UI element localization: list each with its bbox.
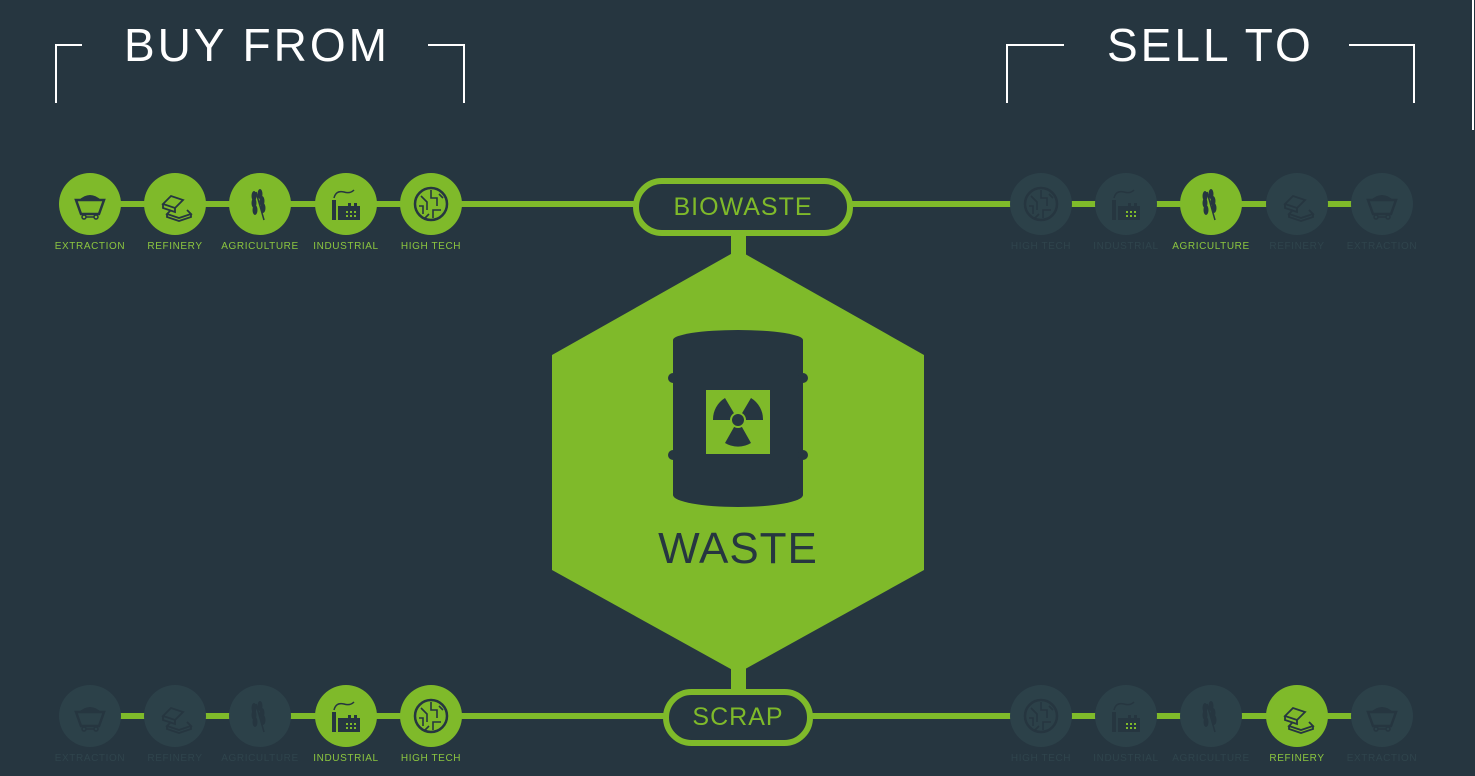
factory-icon [1112, 701, 1140, 732]
node-label: REFINERY [1269, 753, 1325, 764]
bracket [428, 44, 465, 103]
buy-node-extraction[interactable] [59, 173, 121, 235]
buy-node-agriculture[interactable] [229, 685, 291, 747]
circuit-icon [413, 698, 449, 734]
mine-cart-icon [1366, 195, 1398, 220]
factory-icon [1112, 189, 1140, 220]
wheat-icon [251, 189, 266, 221]
node-label: HIGH TECH [400, 241, 462, 252]
sell-node-refinery[interactable] [1266, 685, 1328, 747]
sell-node-agriculture[interactable] [1180, 685, 1242, 747]
node-label: INDUSTRIAL [1093, 753, 1159, 764]
circuit-icon [1023, 186, 1059, 222]
sell-node-high-tech[interactable] [1010, 173, 1072, 235]
factory-icon [332, 701, 360, 732]
connector [731, 230, 746, 255]
buy-node-industrial[interactable] [315, 685, 377, 747]
sell-node-industrial[interactable] [1095, 685, 1157, 747]
buy-node-extraction[interactable] [59, 685, 121, 747]
mine-cart-icon [74, 707, 106, 732]
sell-node-agriculture[interactable] [1180, 173, 1242, 235]
node-label: REFINERY [147, 241, 203, 252]
node-label: HIGH TECH [1010, 241, 1072, 252]
buy-node-industrial[interactable] [315, 173, 377, 235]
node-label: EXTRACTION [54, 241, 126, 252]
radioactive-barrel-icon [668, 330, 808, 507]
buy-node-agriculture[interactable] [229, 173, 291, 235]
node-label: INDUSTRIAL [313, 753, 379, 764]
circuit-icon [1023, 698, 1059, 734]
circuit-icon [413, 186, 449, 222]
connector [731, 668, 746, 693]
bracket [1006, 44, 1064, 103]
product-biowaste[interactable]: BIOWASTE [633, 178, 853, 236]
node-label: AGRICULTURE [1172, 753, 1250, 764]
buy-node-high-tech[interactable] [400, 173, 462, 235]
sell-node-refinery[interactable] [1266, 173, 1328, 235]
edge-line [1472, 0, 1474, 130]
node-label: HIGH TECH [1010, 753, 1072, 764]
sell-node-extraction[interactable] [1351, 173, 1413, 235]
waste-label: WASTE [658, 524, 818, 573]
node-label: EXTRACTION [54, 753, 126, 764]
buy-node-high-tech[interactable] [400, 685, 462, 747]
factory-icon [332, 189, 360, 220]
node-label: REFINERY [147, 753, 203, 764]
sell-to-heading: SELL TO [1107, 19, 1314, 71]
node-label: EXTRACTION [1346, 753, 1418, 764]
node-label: AGRICULTURE [1172, 241, 1250, 252]
mine-cart-icon [1366, 707, 1398, 732]
bracket [1349, 44, 1415, 103]
buy-from-heading: BUY FROM [124, 19, 390, 71]
node-label: INDUSTRIAL [1093, 241, 1159, 252]
sell-node-high-tech[interactable] [1010, 685, 1072, 747]
sell-node-industrial[interactable] [1095, 173, 1157, 235]
node-label: HIGH TECH [400, 753, 462, 764]
product-scrap[interactable]: SCRAP [663, 689, 813, 746]
gold-bars-icon [161, 706, 193, 734]
sell-node-extraction[interactable] [1351, 685, 1413, 747]
gold-bars-icon [1283, 706, 1315, 734]
node-label: AGRICULTURE [221, 241, 299, 252]
wheat-icon [1202, 189, 1217, 221]
buy-node-refinery[interactable] [144, 173, 206, 235]
node-label: REFINERY [1269, 241, 1325, 252]
bracket [55, 44, 82, 103]
wheat-icon [251, 701, 266, 733]
gold-bars-icon [161, 194, 193, 222]
wheat-icon [1202, 701, 1217, 733]
mine-cart-icon [74, 195, 106, 220]
node-label: EXTRACTION [1346, 241, 1418, 252]
node-label: AGRICULTURE [221, 753, 299, 764]
node-label: INDUSTRIAL [313, 241, 379, 252]
buy-node-refinery[interactable] [144, 685, 206, 747]
gold-bars-icon [1283, 194, 1315, 222]
